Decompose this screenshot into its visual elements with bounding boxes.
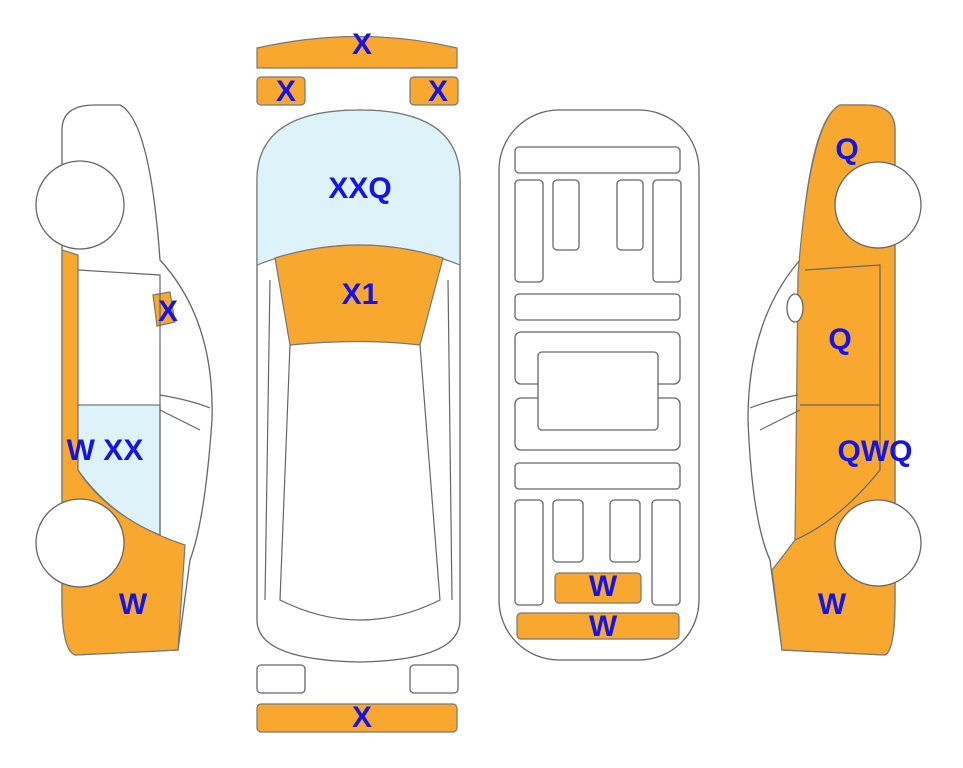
label-left-rear-door: W XX <box>67 434 144 467</box>
right-side-view: Q Q QWQ W <box>747 104 922 656</box>
top-view: X X X XXQ X1 X <box>256 28 461 734</box>
right-front-wheel <box>834 161 922 249</box>
label-rear-bumper: X <box>352 701 372 734</box>
left-side-view: X W XX W <box>35 104 213 656</box>
label-hood: X1 <box>342 278 379 311</box>
under-rear-panel-2 <box>516 612 680 640</box>
label-under-rear-2: W <box>589 610 618 643</box>
hood <box>274 244 444 346</box>
label-front-light-right: X <box>428 75 448 108</box>
underbody-view: W W <box>498 109 700 661</box>
label-right-rear-door: QWQ <box>838 435 913 468</box>
label-front-light-left: X <box>276 75 296 108</box>
rear-light-left <box>256 664 306 694</box>
front-bumper <box>256 35 458 69</box>
label-under-rear-1: W <box>589 570 618 603</box>
left-mirror <box>152 291 176 327</box>
left-rear-wheel <box>35 498 125 588</box>
rear-light-right <box>409 664 459 694</box>
label-windshield: XXQ <box>328 172 391 205</box>
label-front-bumper: X <box>352 28 372 61</box>
label-right-rear-fender: W <box>818 588 847 621</box>
label-right-front-fender: Q <box>835 133 858 166</box>
label-right-front-door: Q <box>828 323 851 356</box>
label-left-rear-fender: W <box>119 588 148 621</box>
front-light-left <box>256 76 306 106</box>
front-light-right <box>409 76 459 106</box>
under-rear-panel-1 <box>554 572 642 604</box>
label-left-mirror: X <box>158 295 178 328</box>
right-rear-wheel <box>834 499 922 587</box>
rear-bumper <box>256 703 458 733</box>
left-front-wheel <box>35 160 125 250</box>
